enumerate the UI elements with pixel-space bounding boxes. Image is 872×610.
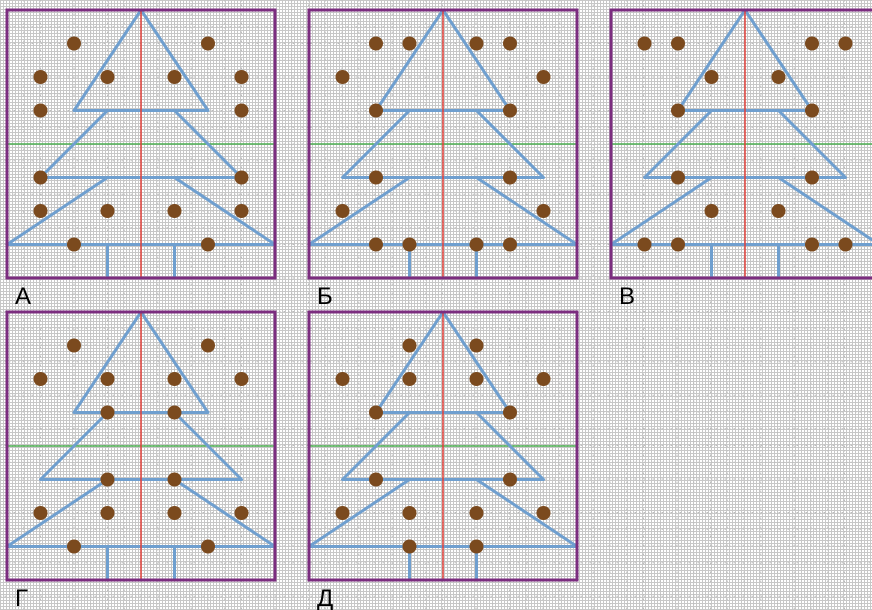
ornament-dot [201,539,215,554]
ornament-dot [771,70,786,84]
ornament-dot [671,170,685,185]
ornament-dot [503,472,517,487]
ornament-dot [402,338,417,353]
ornament-dot [771,204,786,218]
ornament-dot [335,506,350,520]
ornament-dot [369,405,383,420]
ornament-dot [167,472,182,487]
panel-frame [609,8,872,280]
ornament-dot [503,103,517,118]
panel-frame [307,8,579,280]
ornament-dot [100,204,115,218]
ornament-dot [167,405,182,420]
ornament-dot [100,472,115,487]
ornament-dot [536,70,551,84]
ornament-dot [637,36,652,51]
ornament-dot [33,204,48,218]
ornament-dot [369,237,383,252]
ornament-dot [637,237,652,252]
ornament-dot [100,405,115,420]
ornament-dot [167,372,182,386]
ornament-dot [369,170,383,185]
ornament-dot [67,36,81,51]
ornament-dot [369,103,383,118]
ornament-dot [704,204,719,218]
ornament-dot [33,170,48,185]
ornament-dot [402,506,417,520]
panel-5: Д [307,310,579,610]
ornament-dot [671,103,685,118]
ornament-dot [167,506,182,520]
ornament-dot [167,204,182,218]
panel-label: А [15,283,31,310]
panel-label: Д [317,585,333,610]
ornament-dot [100,372,115,386]
ornament-dot [469,506,484,520]
ornament-dot [805,103,819,118]
ornament-dot [671,36,685,51]
ornament-dot [234,70,249,84]
ornament-dot [234,170,249,185]
ornament-dot [33,103,48,118]
ornament-dot [234,506,249,520]
ornament-dot [335,70,350,84]
panel-frame [5,8,277,280]
ornament-dot [402,372,417,386]
ornament-dot [201,36,215,51]
ornament-dot [671,237,685,252]
ornament-dot [167,70,182,84]
ornament-dot [805,237,819,252]
ornament-dot [805,170,819,185]
ornament-dot [201,237,215,252]
ornament-dot [469,372,484,386]
panel-1: А [5,8,277,310]
ornament-dot [335,204,350,218]
ornament-dot [503,170,517,185]
ornament-dot [536,372,551,386]
ornament-dot [33,372,48,386]
ornament-dot [704,70,719,84]
ornament-dot [838,36,853,51]
ornament-dot [100,506,115,520]
ornament-dot [503,36,517,51]
ornament-dot [536,204,551,218]
ornament-dot [838,237,853,252]
ornament-dot [335,372,350,386]
ornament-dot [469,36,484,51]
panel-frame [5,310,277,582]
panel-label: В [619,283,635,310]
ornament-dot [369,36,383,51]
ornament-dot [201,338,215,353]
ornament-dot [67,539,81,554]
ornament-dot [100,70,115,84]
ornament-dot [503,405,517,420]
panel-4: Г [5,310,277,610]
ornament-dot [67,237,81,252]
ornament-dot [33,70,48,84]
ornament-dot [67,338,81,353]
ornament-dot [805,36,819,51]
ornament-dot [503,237,517,252]
ornament-dot [234,204,249,218]
ornament-dot [402,237,417,252]
panel-frame [307,310,579,582]
ornament-dot [402,36,417,51]
ornament-dot [469,539,484,554]
panel-2: Б [307,8,579,310]
ornament-dot [402,539,417,554]
panel-3: В [609,8,872,310]
ornament-dot [469,338,484,353]
ornament-dot [536,506,551,520]
ornament-dot [234,372,249,386]
ornament-dot [369,472,383,487]
ornament-dot [234,103,249,118]
ornament-dot [469,237,484,252]
panel-label: Г [15,585,28,610]
panel-label: Б [317,283,333,310]
ornament-dot [33,506,48,520]
